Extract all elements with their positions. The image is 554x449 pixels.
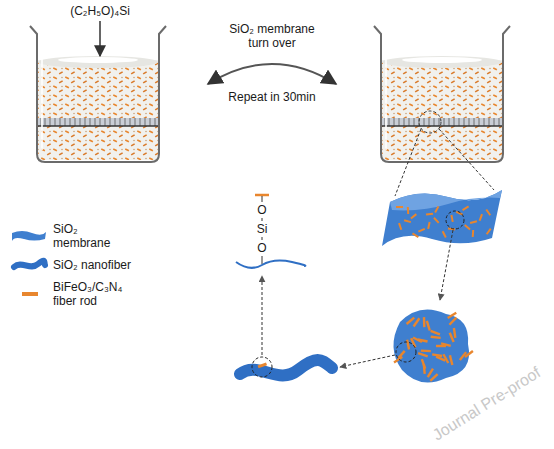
zoom-arrow [440,230,453,300]
legend-text: SiO₂ nanofiber [53,258,133,272]
addition-arrow [99,21,101,56]
membrane-highlight [390,190,502,210]
membrane-piece [382,190,502,246]
fiber-rod [472,230,474,237]
legend-entry: BiFeO₃/C₃N₄ fiber rod [10,280,133,308]
fiber-rod [406,317,415,325]
fiber-rod [412,233,419,238]
fiber-rod [406,339,410,349]
zoom-line [395,129,421,196]
fiber-rod [421,349,431,352]
fiber-rod [407,207,409,214]
nanofiber [240,360,332,375]
bond-bar [255,194,269,197]
fiber-rod [429,373,438,382]
fiber-rod [479,214,483,221]
fiber-rod [427,368,434,378]
fiber-rod [447,312,457,319]
legend-text: SiO₂ membrane [53,222,133,250]
fiber-cluster [393,310,469,383]
fiber-rod [404,219,411,223]
legend-swatch-box [10,285,48,303]
fiber-rod [431,336,441,339]
fiber-rod [426,321,431,331]
fiber-rod [462,206,469,211]
zoom-circle [419,111,441,133]
zoom-line [439,129,494,190]
beaker-left [30,26,166,162]
bond-line [262,196,263,202]
legend-swatch-box [10,227,48,245]
annotation: Repeat in 30min [205,90,339,104]
fiber-rod [412,336,422,343]
atom-symbol: O [254,203,270,217]
legend-swatch-box [10,256,48,274]
fiber-rod [433,217,439,223]
annotation: (C₂H₅O)₄Si [45,4,155,18]
annotation: SiO₂ membrane turn over [222,22,322,50]
zoom-circle [446,211,464,229]
turn-over-arrow [208,64,336,84]
fiber-rod [441,342,451,347]
fiber-rod [450,215,453,222]
fiber-rod [426,213,433,216]
legend-entry: SiO₂ nanofiber [10,256,133,274]
legend-text: BiFeO₃/C₃N₄ fiber rod [53,280,133,308]
legend: SiO₂ membraneSiO₂ nanofiberBiFeO₃/C₃N₄ f… [10,222,133,314]
fiber-rod [485,209,491,216]
legend-entry: SiO₂ membrane [10,222,133,250]
fiber-rod [398,223,402,230]
fiber-rod [423,317,426,327]
fiber-rod [258,362,267,368]
fiber-rod [396,206,403,208]
fiber-rod [453,328,457,338]
fiber-rod [410,213,417,219]
zoom-circle [396,342,416,362]
atom-symbol: Si [252,222,272,236]
fiber-rod [449,317,458,326]
atom-symbol: O [254,241,270,255]
fiber-rod [464,350,473,358]
fiber-rod [486,228,492,235]
zoom-arrow [262,276,263,355]
fiber-rod [436,356,446,362]
legend-swatch [22,292,38,296]
zoom-arrow [340,355,395,367]
fiber-rod [393,356,403,364]
fiber-rod [423,364,426,374]
bond-line [262,237,263,240]
fiber-rod [470,220,477,224]
cluster-rods [393,312,473,382]
fiber-rod [427,222,430,229]
fiber-rod [442,231,447,238]
fiber-rod [449,355,454,365]
fiber-rod [430,330,440,336]
legend-swatch [12,231,46,241]
membrane-rods [396,206,492,238]
fiber-rod [464,224,471,230]
bond-line [262,218,263,221]
beaker-right [374,26,510,162]
zoom-circle [252,357,272,377]
fiber-rod [418,228,425,233]
fiber-rod [434,206,439,213]
silica-chain [236,261,306,268]
legend-swatch [14,261,45,267]
bond-line [262,256,263,264]
fiber-rod [418,352,428,357]
